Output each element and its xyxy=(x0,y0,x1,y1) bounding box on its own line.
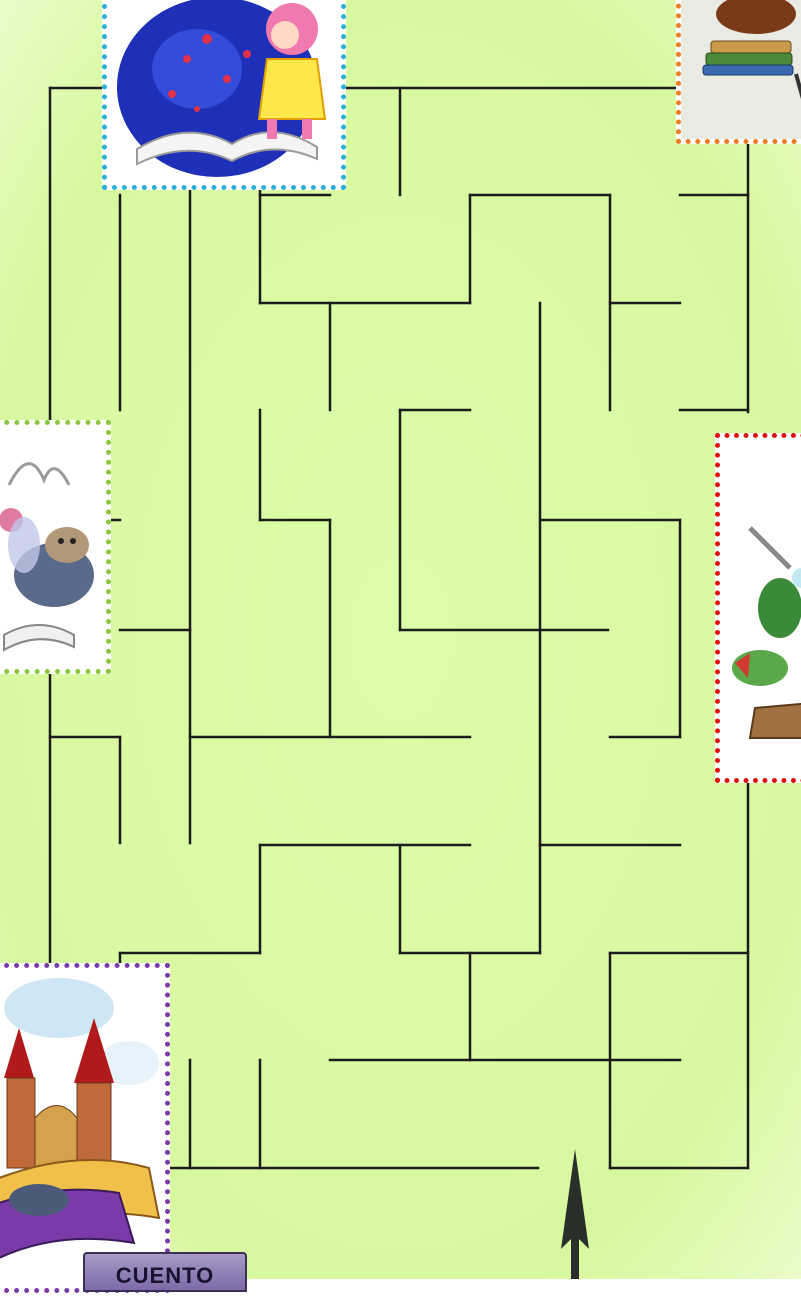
card-castle-popup-book xyxy=(0,963,170,1293)
stack-of-books-icon xyxy=(681,0,801,141)
knight-and-dragon-book-icon xyxy=(720,438,801,780)
card-pig-from-book xyxy=(0,420,111,674)
card-stack-of-books xyxy=(676,0,801,144)
up-arrow-icon[interactable] xyxy=(545,1149,605,1279)
card-knight-and-dragon xyxy=(715,433,801,783)
cuento-label-tab: CUENTO xyxy=(83,1252,247,1292)
pig-from-book-icon xyxy=(0,425,108,671)
card-girl-reading-book xyxy=(102,0,346,190)
castle-popup-book-icon xyxy=(0,968,167,1290)
girl-reading-magic-book-icon xyxy=(107,0,343,187)
